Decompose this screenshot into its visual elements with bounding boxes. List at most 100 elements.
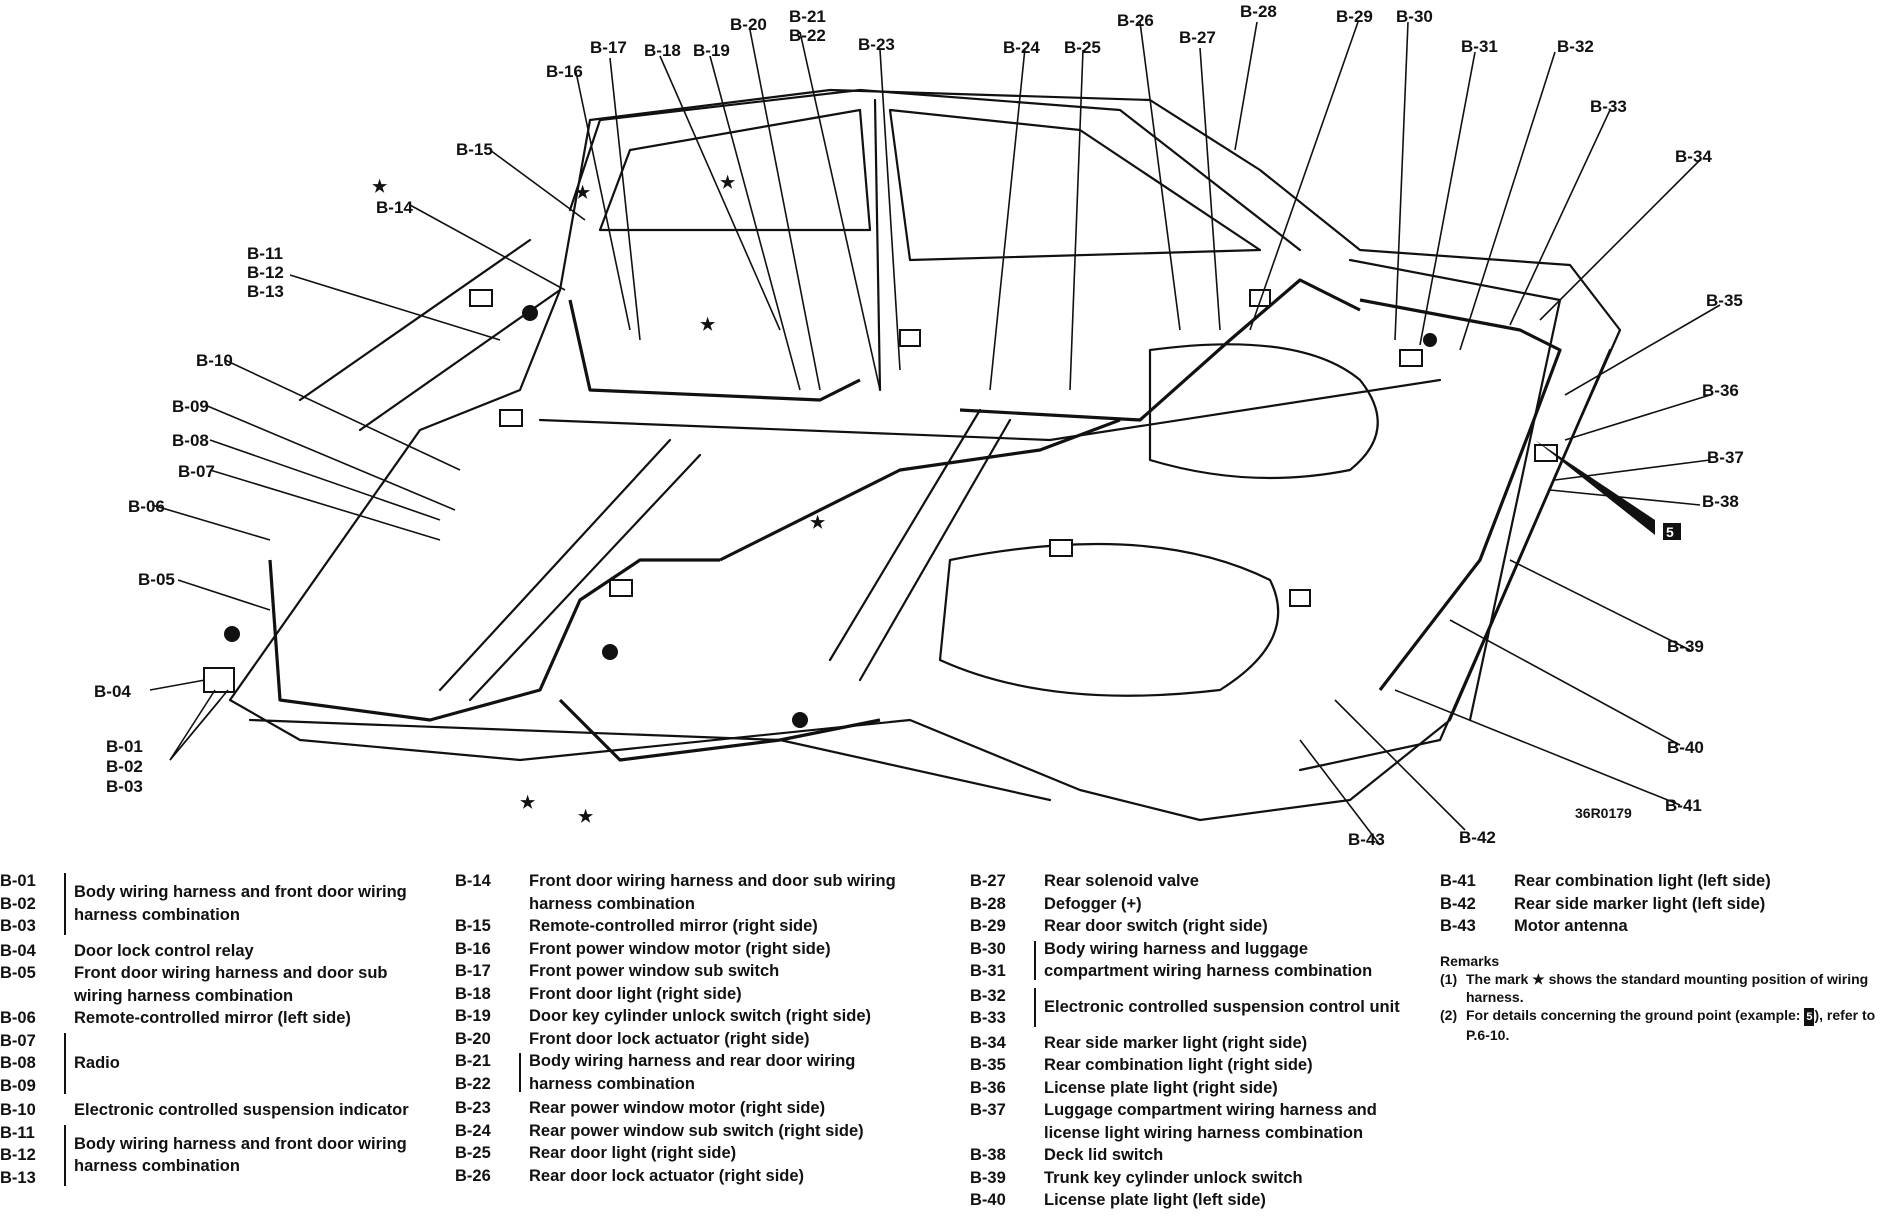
legend-codes: B-04 xyxy=(0,940,58,963)
legend-brace xyxy=(519,1053,521,1092)
legend-description: License plate light (right side) xyxy=(1044,1078,1278,1097)
legend-code: B-12 xyxy=(0,1146,36,1164)
legend-description: Deck lid switch xyxy=(1044,1146,1164,1164)
legend-brace xyxy=(64,1032,66,1094)
legend-codes: B-35 xyxy=(970,1054,1028,1077)
callout-b-07: B-07 xyxy=(178,462,215,481)
cross-member-b xyxy=(858,418,1012,682)
legend-code: B-28 xyxy=(970,894,1006,913)
body-outline xyxy=(228,88,1622,822)
svg-text:★: ★ xyxy=(372,177,388,196)
legend-description: Rear door switch (right side) xyxy=(1044,917,1268,935)
legend-code: B-10 xyxy=(0,1101,36,1119)
legend-description: Motor antenna xyxy=(1514,917,1628,935)
trunk-edge xyxy=(1348,258,1562,722)
legend-codes: B-41 xyxy=(1440,870,1498,893)
callout-b-22: B-22 xyxy=(789,26,826,45)
remarks: Remarks (1) The mark ★ shows the standar… xyxy=(1440,952,1880,1044)
callout-b-06: B-06 xyxy=(128,497,165,516)
callout-b-36: B-36 xyxy=(1702,381,1739,400)
legend-description: Rear side marker light (right side) xyxy=(1044,1033,1308,1052)
harness-left xyxy=(268,558,720,722)
callout-b-12: B-12 xyxy=(247,263,284,282)
callout-b-30: B-30 xyxy=(1396,7,1433,26)
legend-code: B-01 xyxy=(0,872,36,890)
legend-code: B-37 xyxy=(970,1101,1006,1119)
remark-2-text-b: ), refer to P.6-10. xyxy=(1466,1006,1876,1043)
legend-row: B-04 Door lock control relay xyxy=(0,940,440,963)
callout-b-39: B-39 xyxy=(1667,637,1704,656)
callout-b-19: B-19 xyxy=(693,41,730,60)
legend-code: B-38 xyxy=(970,1146,1006,1164)
legend-codes: B-38 xyxy=(970,1144,1028,1167)
legend-codes: B-26 xyxy=(455,1165,513,1188)
legend-code: B-15 xyxy=(455,917,491,935)
callout-b-32: B-32 xyxy=(1557,37,1594,56)
cross-member xyxy=(828,408,982,662)
ground-mark-label: 5 xyxy=(1666,524,1674,540)
legend-description: Rear power window motor (right side) xyxy=(529,1099,826,1117)
legend-brace xyxy=(1034,987,1036,1027)
legend-codes: B-37 xyxy=(970,1099,1028,1144)
legend-code: B-08 xyxy=(0,1054,36,1072)
legend-row: B-39 Trunk key cylinder unlock switch xyxy=(970,1167,1410,1190)
legend-description: Body wiring harness and rear door wiring… xyxy=(529,1052,856,1093)
legend-brace xyxy=(64,1124,66,1186)
legend-code: B-13 xyxy=(0,1168,36,1187)
remark-2-number: (2) xyxy=(1440,1006,1458,1023)
callout-b-28: B-28 xyxy=(1240,2,1277,21)
legend-codes: B-43 xyxy=(1440,915,1498,938)
harness-body xyxy=(719,418,1121,562)
callout-b-16: B-16 xyxy=(546,62,583,81)
legend-code: B-42 xyxy=(1440,894,1476,913)
legend-description: Door lock control relay xyxy=(74,941,254,960)
legend-row: B-36 License plate light (right side) xyxy=(970,1077,1410,1100)
legend-description: Electronic controlled suspension control… xyxy=(1044,997,1400,1016)
remark-2: (2) For details concerning the ground po… xyxy=(1440,1006,1880,1044)
legend-codes: B-05 xyxy=(0,962,58,1007)
callout-b-40: B-40 xyxy=(1667,738,1704,757)
callout-b-17: B-17 xyxy=(590,38,627,57)
legend-code: B-07 xyxy=(0,1031,36,1050)
legend-codes: B-24 xyxy=(455,1120,513,1143)
legend-code: B-03 xyxy=(0,917,36,935)
callout-b-25: B-25 xyxy=(1064,38,1101,57)
legend-code: B-36 xyxy=(970,1078,1006,1097)
callout-b-38: B-38 xyxy=(1702,492,1739,511)
legend-code: B-16 xyxy=(455,939,491,958)
callout-b-21: B-21 xyxy=(789,7,826,26)
legend-description: Body wiring harness and luggage compartm… xyxy=(1044,939,1373,981)
figure-code: 36R0179 xyxy=(1575,805,1632,821)
callout-b-03: B-03 xyxy=(106,777,143,796)
legend-code: B-18 xyxy=(455,984,491,1003)
svg-text:★: ★ xyxy=(810,513,826,532)
legend-description: Trunk key cylinder unlock switch xyxy=(1044,1168,1303,1187)
callout-b-11: B-11 xyxy=(247,244,283,263)
legend-codes: B-15 xyxy=(455,915,513,938)
legend-code: B-20 xyxy=(455,1029,491,1048)
callout-b-35: B-35 xyxy=(1706,291,1743,310)
seat-a xyxy=(298,238,532,402)
callout-b-20: B-20 xyxy=(730,15,767,34)
legend-codes: B-39 xyxy=(970,1167,1028,1190)
legend-code: B-33 xyxy=(970,1009,1006,1027)
legend-code: B-22 xyxy=(455,1074,491,1093)
remark-2-text-a: For details concerning the ground point … xyxy=(1466,1006,1801,1023)
front-window xyxy=(598,108,872,232)
legend-code: B-09 xyxy=(0,1076,36,1095)
legend-description: License plate light (left side) xyxy=(1044,1191,1266,1209)
callout-b-13: B-13 xyxy=(247,282,284,301)
